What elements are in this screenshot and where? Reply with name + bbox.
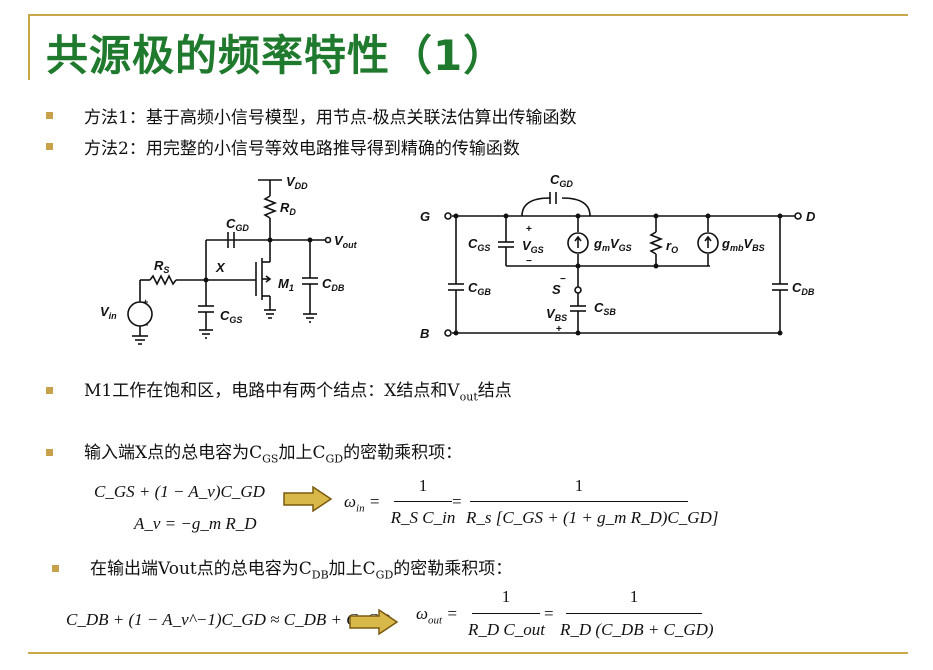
rd-label: RD <box>280 200 296 217</box>
ro-label: rO <box>666 238 678 255</box>
vin-plus: + <box>143 297 148 307</box>
wout-numerator-2: 1 <box>629 587 639 606</box>
equals-sign: = <box>544 604 554 623</box>
m1-label: M1 <box>278 276 294 293</box>
miller-output-equation: C_DB + (1 − A_v^−1)C_GD ≈ C_DB + C_GD <box>66 610 391 629</box>
gm-vgs-label: gmVGS <box>593 236 632 253</box>
vin-label: Vin <box>100 304 117 321</box>
gate-terminal: G <box>420 209 430 224</box>
bullet-marker <box>46 449 53 456</box>
saturation-text: M1工作在饱和区，电路中有两个结点：X结点和Vout结点 <box>84 381 512 404</box>
omega-in-symbol: ωin = <box>344 492 381 515</box>
vgs-plus: + <box>526 224 532 235</box>
wout-numerator: 1 <box>501 587 511 606</box>
right-arrow-icon <box>349 609 399 635</box>
method1-text: 方法1：基于高频小信号模型，用节点-极点关联法估算出传输函数 <box>84 108 577 128</box>
gain-equation: A_v = −g_m R_D <box>134 514 257 533</box>
input-capacitance-text: 输入端X点的总电容为CGS加上CGD的密勒乘积项： <box>84 443 463 466</box>
vbs-label: VBS <box>546 306 567 323</box>
win-denominator-2: R_s [C_GS + (1 + g_m R_D)C_GD] <box>466 508 719 527</box>
vbs-minus: − <box>560 274 566 285</box>
vin-minus: − <box>143 320 148 330</box>
slide-title: 共源极的频率特性（1） <box>46 31 507 80</box>
fraction-bar <box>394 501 452 502</box>
top-rule <box>28 14 908 16</box>
vbs-plus: + <box>556 324 562 335</box>
rs-label: RS <box>154 258 169 275</box>
wout-denominator-2: R_D (C_DB + C_GD) <box>560 620 714 639</box>
wout-denominator: R_D C_out <box>468 620 545 639</box>
bullet-marker <box>46 387 53 394</box>
vgs-minus: − <box>526 256 532 267</box>
cgs-label: CGS <box>220 308 242 325</box>
equals-sign: = <box>452 492 462 511</box>
cgb-label: CGB <box>468 280 491 297</box>
vdd-label: VDD <box>286 174 308 191</box>
gmb-vbs-label: gmbVBS <box>721 236 765 253</box>
x-node-label: X <box>215 260 226 275</box>
csb-label: CSB <box>594 300 616 317</box>
cgd-label-right: CGD <box>550 172 573 189</box>
fraction-bar <box>472 613 540 614</box>
win-numerator-2: 1 <box>574 476 584 495</box>
bottom-rule <box>28 652 908 654</box>
fraction-bar <box>470 501 688 502</box>
source-terminal: S <box>552 282 561 297</box>
method2-text: 方法2：用完整的小信号等效电路推导得到精确的传输函数 <box>84 139 520 159</box>
cgs-label-right: CGS <box>468 236 490 253</box>
miller-input-equation: C_GS + (1 − A_v)C_GD <box>94 482 265 501</box>
bullet-marker <box>52 565 59 572</box>
omega-out-symbol: ωout = <box>416 604 458 627</box>
win-denominator: R_S C_in <box>390 508 456 527</box>
bullet-marker <box>46 143 53 150</box>
left-rule <box>28 14 30 80</box>
win-numerator: 1 <box>418 476 428 495</box>
cgd-label: CGD <box>226 216 249 233</box>
bullet-marker <box>46 112 53 119</box>
bulk-terminal: B <box>420 326 429 341</box>
right-arrow-icon <box>283 486 333 512</box>
cdb-label: CDB <box>322 276 345 293</box>
vgs-label: VGS <box>522 238 544 255</box>
fraction-bar <box>566 613 702 614</box>
vout-label: Vout <box>334 233 358 250</box>
output-capacitance-text: 在输出端Vout点的总电容为CDB加上CGD的密勒乘积项： <box>90 559 513 582</box>
drain-terminal: D <box>806 209 816 224</box>
cdb-label-right: CDB <box>792 280 815 297</box>
